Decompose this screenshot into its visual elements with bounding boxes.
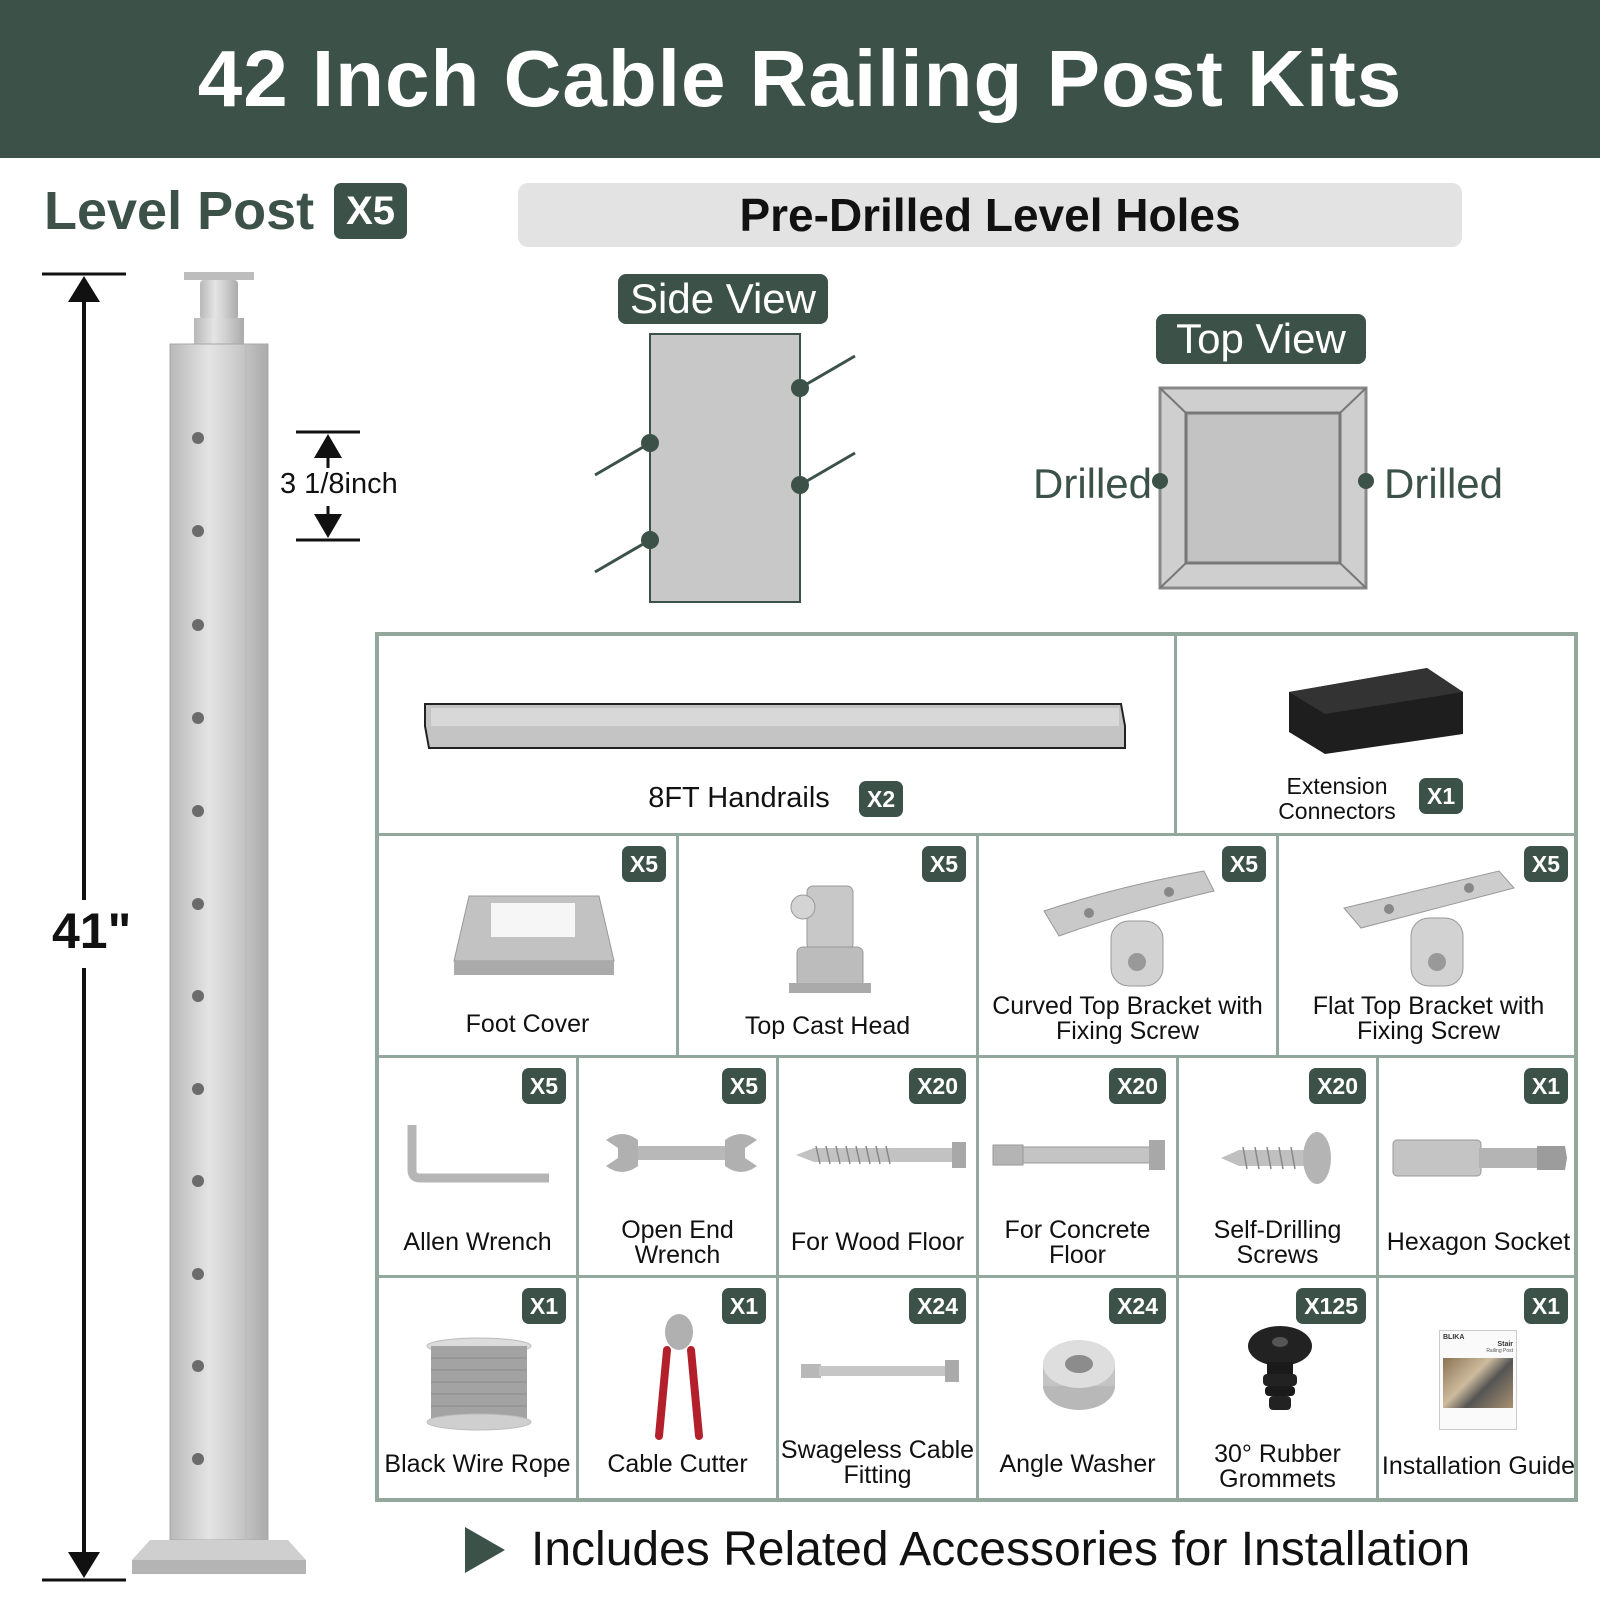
guide-booklet-icon: BLIKA Stair Railing Post xyxy=(1439,1330,1517,1430)
side-view-label: Side View xyxy=(618,274,828,324)
item-angle-washer: X24 Angle Washer xyxy=(979,1278,1179,1502)
qty-badge: X5 xyxy=(521,1068,566,1104)
side-view-diagram xyxy=(594,333,856,603)
item-wire-rope: X1 Black Wire Rope xyxy=(379,1278,579,1502)
item-hexagon-socket: X1 Hexagon Socket xyxy=(1379,1058,1578,1278)
item-label: Open End Wrench xyxy=(621,1216,734,1269)
qty-badge: X24 xyxy=(1109,1288,1166,1324)
item-handrails: 8FT Handrails X2 xyxy=(379,636,1177,836)
item-label: Flat Top Bracket with Fixing Screw xyxy=(1312,992,1545,1045)
rubber-grommet-icon xyxy=(1248,1326,1312,1410)
guide-photo xyxy=(1443,1358,1513,1408)
item-label: Swageless Cable Fitting xyxy=(780,1436,975,1489)
drilled-left-label: Drilled xyxy=(1033,460,1153,507)
qty-badge: X5 xyxy=(921,846,966,882)
item-label: Hexagon Socket xyxy=(1386,1228,1571,1256)
flat-bracket-icon xyxy=(1343,870,1515,987)
play-arrow-icon xyxy=(465,1526,505,1573)
level-post-label: Level Post xyxy=(44,181,315,241)
guide-title: Stair xyxy=(1497,1341,1513,1348)
handrail-icon xyxy=(424,703,1126,749)
qty-badge: X20 xyxy=(1109,1068,1166,1104)
item-top-cast-head: X5 Top Cast Head xyxy=(679,836,979,1058)
predrilled-heading: Pre-Drilled Level Holes xyxy=(518,183,1462,247)
wire-rope-spool-icon xyxy=(426,1337,532,1431)
item-cable-cutter: X1 Cable Cutter xyxy=(579,1278,779,1502)
item-swageless-fitting: X24 Swageless Cable Fitting xyxy=(779,1278,979,1502)
footer-text: Includes Related Accessories for Install… xyxy=(531,1523,1471,1576)
item-label: 30° Rubber Grommets xyxy=(1214,1440,1341,1493)
item-label: For Concrete Floor xyxy=(1004,1216,1151,1269)
qty-badge: X5 xyxy=(721,1068,766,1104)
item-foot-cover: X5 Foot Cover xyxy=(379,836,679,1058)
foot-cover-icon xyxy=(453,895,615,975)
level-post-heading: Level Post X5 xyxy=(44,180,408,242)
qty-badge: X1 xyxy=(1523,1288,1568,1324)
guide-subtitle: Railing Post xyxy=(1486,1348,1513,1354)
concrete-anchor-icon xyxy=(992,1140,1165,1170)
top-view-label: Top View xyxy=(1156,314,1366,364)
cable-cutter-icon xyxy=(655,1314,703,1440)
item-self-drilling-screws: X20 Self-Drilling Screws xyxy=(1179,1058,1379,1278)
item-label: For Wood Floor xyxy=(790,1228,965,1256)
lag-screw-icon xyxy=(796,1142,966,1168)
parts-grid: 8FT Handrails X2 Extension Connectors X1… xyxy=(375,632,1578,1502)
item-rubber-grommets: X125 30° Rubber Grommets xyxy=(1179,1278,1379,1502)
qty-badge: X5 xyxy=(1523,846,1568,882)
item-label: Self-Drilling Screws xyxy=(1213,1216,1342,1269)
item-extension-connectors: Extension Connectors X1 xyxy=(1177,636,1578,836)
item-label: Top Cast Head xyxy=(744,1012,911,1040)
swageless-fitting-icon xyxy=(801,1360,959,1382)
level-post-illustration xyxy=(42,272,360,1582)
title-banner: 42 Inch Cable Railing Post Kits xyxy=(0,0,1600,158)
drilled-right-label: Drilled xyxy=(1384,460,1504,507)
page-title: 42 Inch Cable Railing Post Kits xyxy=(197,34,1403,123)
angle-washer-icon xyxy=(1043,1340,1115,1410)
item-flat-bracket: X5 Flat Top Bracket with Fixing Screw xyxy=(1279,836,1578,1058)
qty-badge: X24 xyxy=(909,1288,966,1324)
guide-brand: BLIKA xyxy=(1443,1334,1465,1341)
item-label: 8FT Handrails xyxy=(648,782,830,814)
item-label: Angle Washer xyxy=(999,1450,1156,1478)
item-installation-guide: X1 BLIKA Stair Railing Post Installation… xyxy=(1379,1278,1578,1502)
item-label: Foot Cover xyxy=(465,1010,590,1038)
curved-bracket-icon xyxy=(1043,870,1215,987)
item-label: Curved Top Bracket with Fixing Screw xyxy=(992,992,1263,1045)
item-wood-floor-screw: X20 For Wood Floor xyxy=(779,1058,979,1278)
footer-note: Includes Related Accessories for Install… xyxy=(465,1522,1470,1577)
item-label: Cable Cutter xyxy=(607,1450,748,1478)
qty-badge: X1 xyxy=(1523,1068,1568,1104)
allen-wrench-icon xyxy=(407,1125,549,1183)
connector-block-icon xyxy=(1289,668,1463,754)
open-end-wrench-icon xyxy=(606,1134,757,1172)
qty-badge: X2 xyxy=(859,781,904,817)
level-post-qty-badge: X5 xyxy=(334,183,408,239)
item-allen-wrench: X5 Allen Wrench xyxy=(379,1058,579,1278)
hole-spacing-label: 3 1/8inch xyxy=(280,468,398,500)
item-label: Black Wire Rope xyxy=(384,1450,571,1478)
qty-badge: X5 xyxy=(621,846,666,882)
item-concrete-floor-anchor: X20 For Concrete Floor xyxy=(979,1058,1179,1278)
item-label: Allen Wrench xyxy=(403,1228,552,1256)
qty-badge: X1 xyxy=(521,1288,566,1324)
item-label: Extension Connectors xyxy=(1278,773,1396,824)
qty-badge: X1 xyxy=(1419,778,1464,814)
qty-badge: X20 xyxy=(909,1068,966,1104)
qty-badge: X20 xyxy=(1309,1068,1366,1104)
qty-badge: X5 xyxy=(1221,846,1266,882)
hex-socket-icon xyxy=(1392,1139,1567,1177)
qty-badge: X1 xyxy=(721,1288,766,1324)
post-length-label: 41" xyxy=(52,903,132,959)
top-view-diagram xyxy=(1152,386,1374,590)
item-curved-bracket: X5 Curved Top Bracket with Fixing Screw xyxy=(979,836,1279,1058)
qty-badge: X125 xyxy=(1296,1288,1366,1324)
item-open-end-wrench: X5 Open End Wrench xyxy=(579,1058,779,1278)
self-drilling-screw-icon xyxy=(1221,1132,1331,1184)
top-cast-head-icon xyxy=(789,885,871,993)
item-label: Installation Guide xyxy=(1381,1452,1576,1480)
